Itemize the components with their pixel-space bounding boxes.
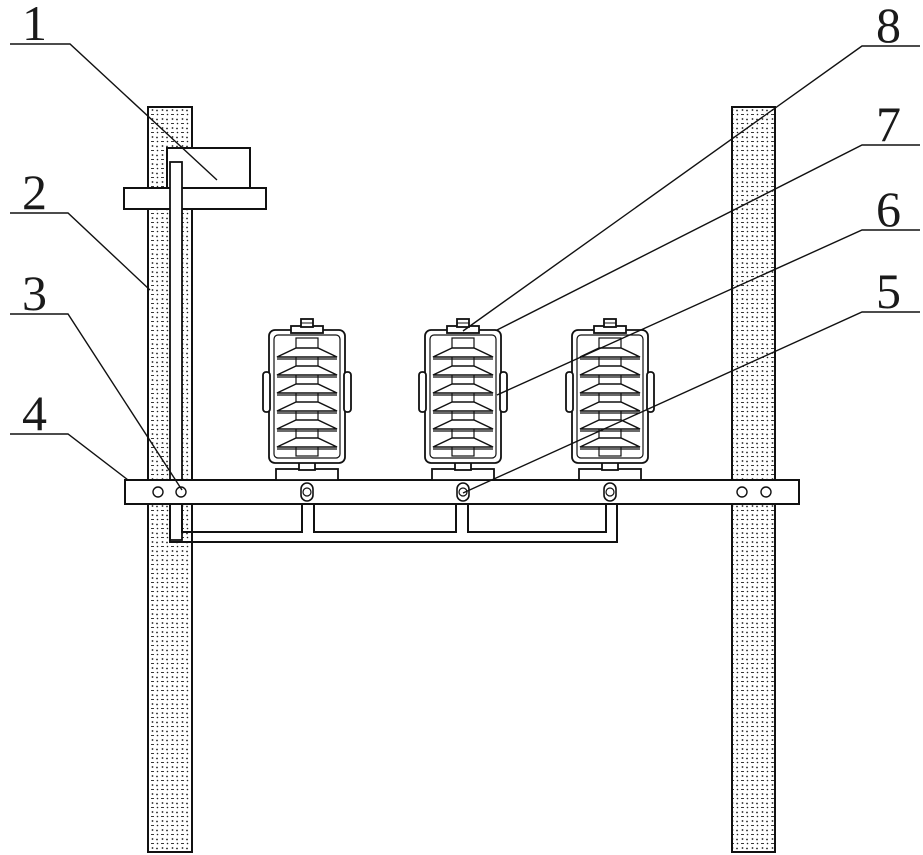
callout-5: 5: [876, 263, 901, 319]
callout-7: 7: [876, 96, 901, 152]
cable-tray: [170, 504, 617, 542]
callout-2: 2: [22, 164, 47, 220]
callout-6: 6: [876, 181, 901, 237]
callout-8: 8: [876, 0, 901, 53]
callout-3: 3: [22, 265, 47, 321]
insulator-assembly: [419, 319, 507, 501]
insulator-group: [263, 319, 654, 501]
control-box-platform: [124, 148, 266, 209]
callout-4: 4: [22, 385, 47, 441]
insulator-assembly: [566, 319, 654, 501]
callout-1: 1: [22, 0, 47, 51]
insulator-assembly: [263, 319, 351, 501]
